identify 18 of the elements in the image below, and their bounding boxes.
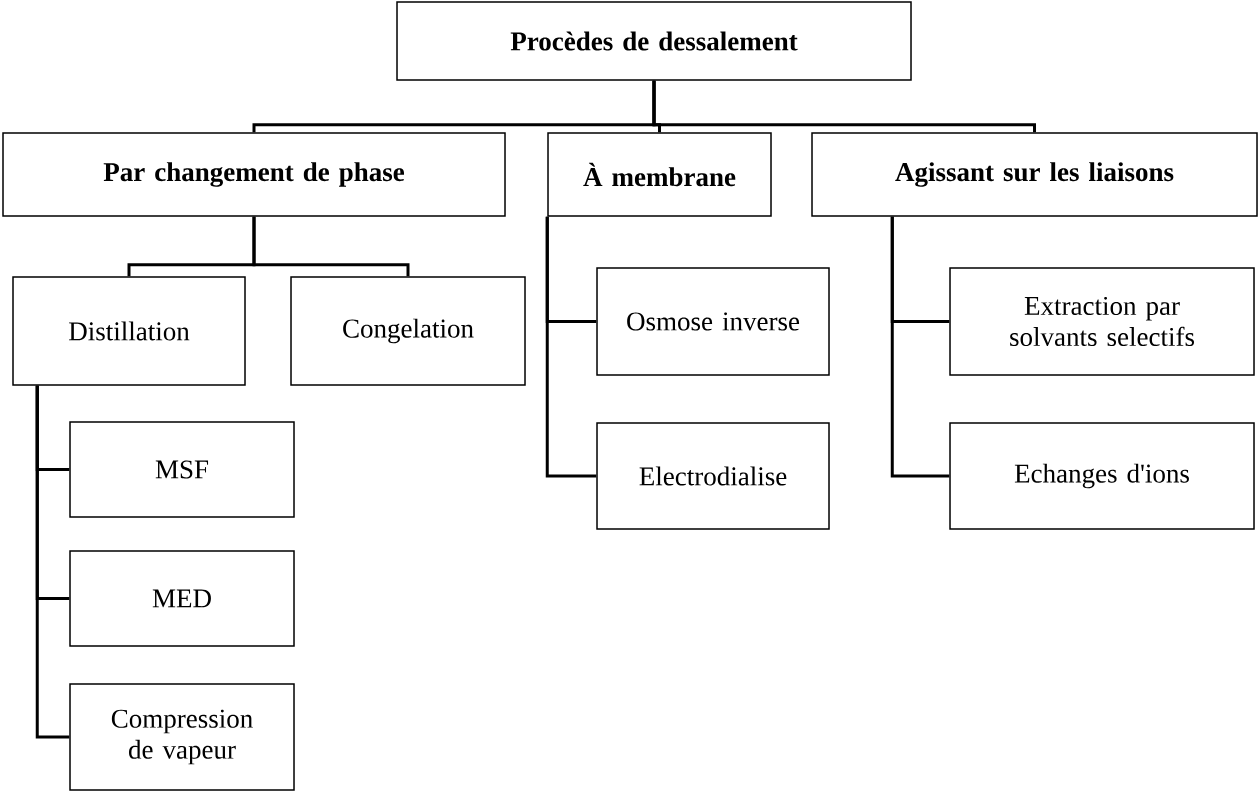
- category-box: À membrane: [547, 132, 772, 217]
- connector-line: [252, 216, 410, 277]
- connector-line: [652, 80, 1036, 133]
- connector-line: [35, 385, 70, 739]
- category-box: Par changement de phase: [2, 132, 506, 217]
- process-box: MED: [69, 550, 295, 647]
- process-box: Compression de vapeur: [69, 683, 295, 791]
- process-box: Echanges d'ions: [949, 422, 1255, 530]
- title-box: Procèdes de dessalement: [396, 1, 912, 81]
- process-box: Congelation: [290, 276, 526, 386]
- category-box: Agissant sur les liaisons: [811, 132, 1258, 217]
- process-box: MSF: [69, 421, 295, 518]
- process-box: Osmose inverse: [596, 267, 830, 376]
- process-box: Distillation: [12, 276, 246, 386]
- process-box: Extraction par solvants selectifs: [949, 267, 1255, 376]
- connector-line: [545, 216, 597, 478]
- process-box: Electrodialise: [596, 422, 830, 530]
- connector-line: [890, 216, 950, 478]
